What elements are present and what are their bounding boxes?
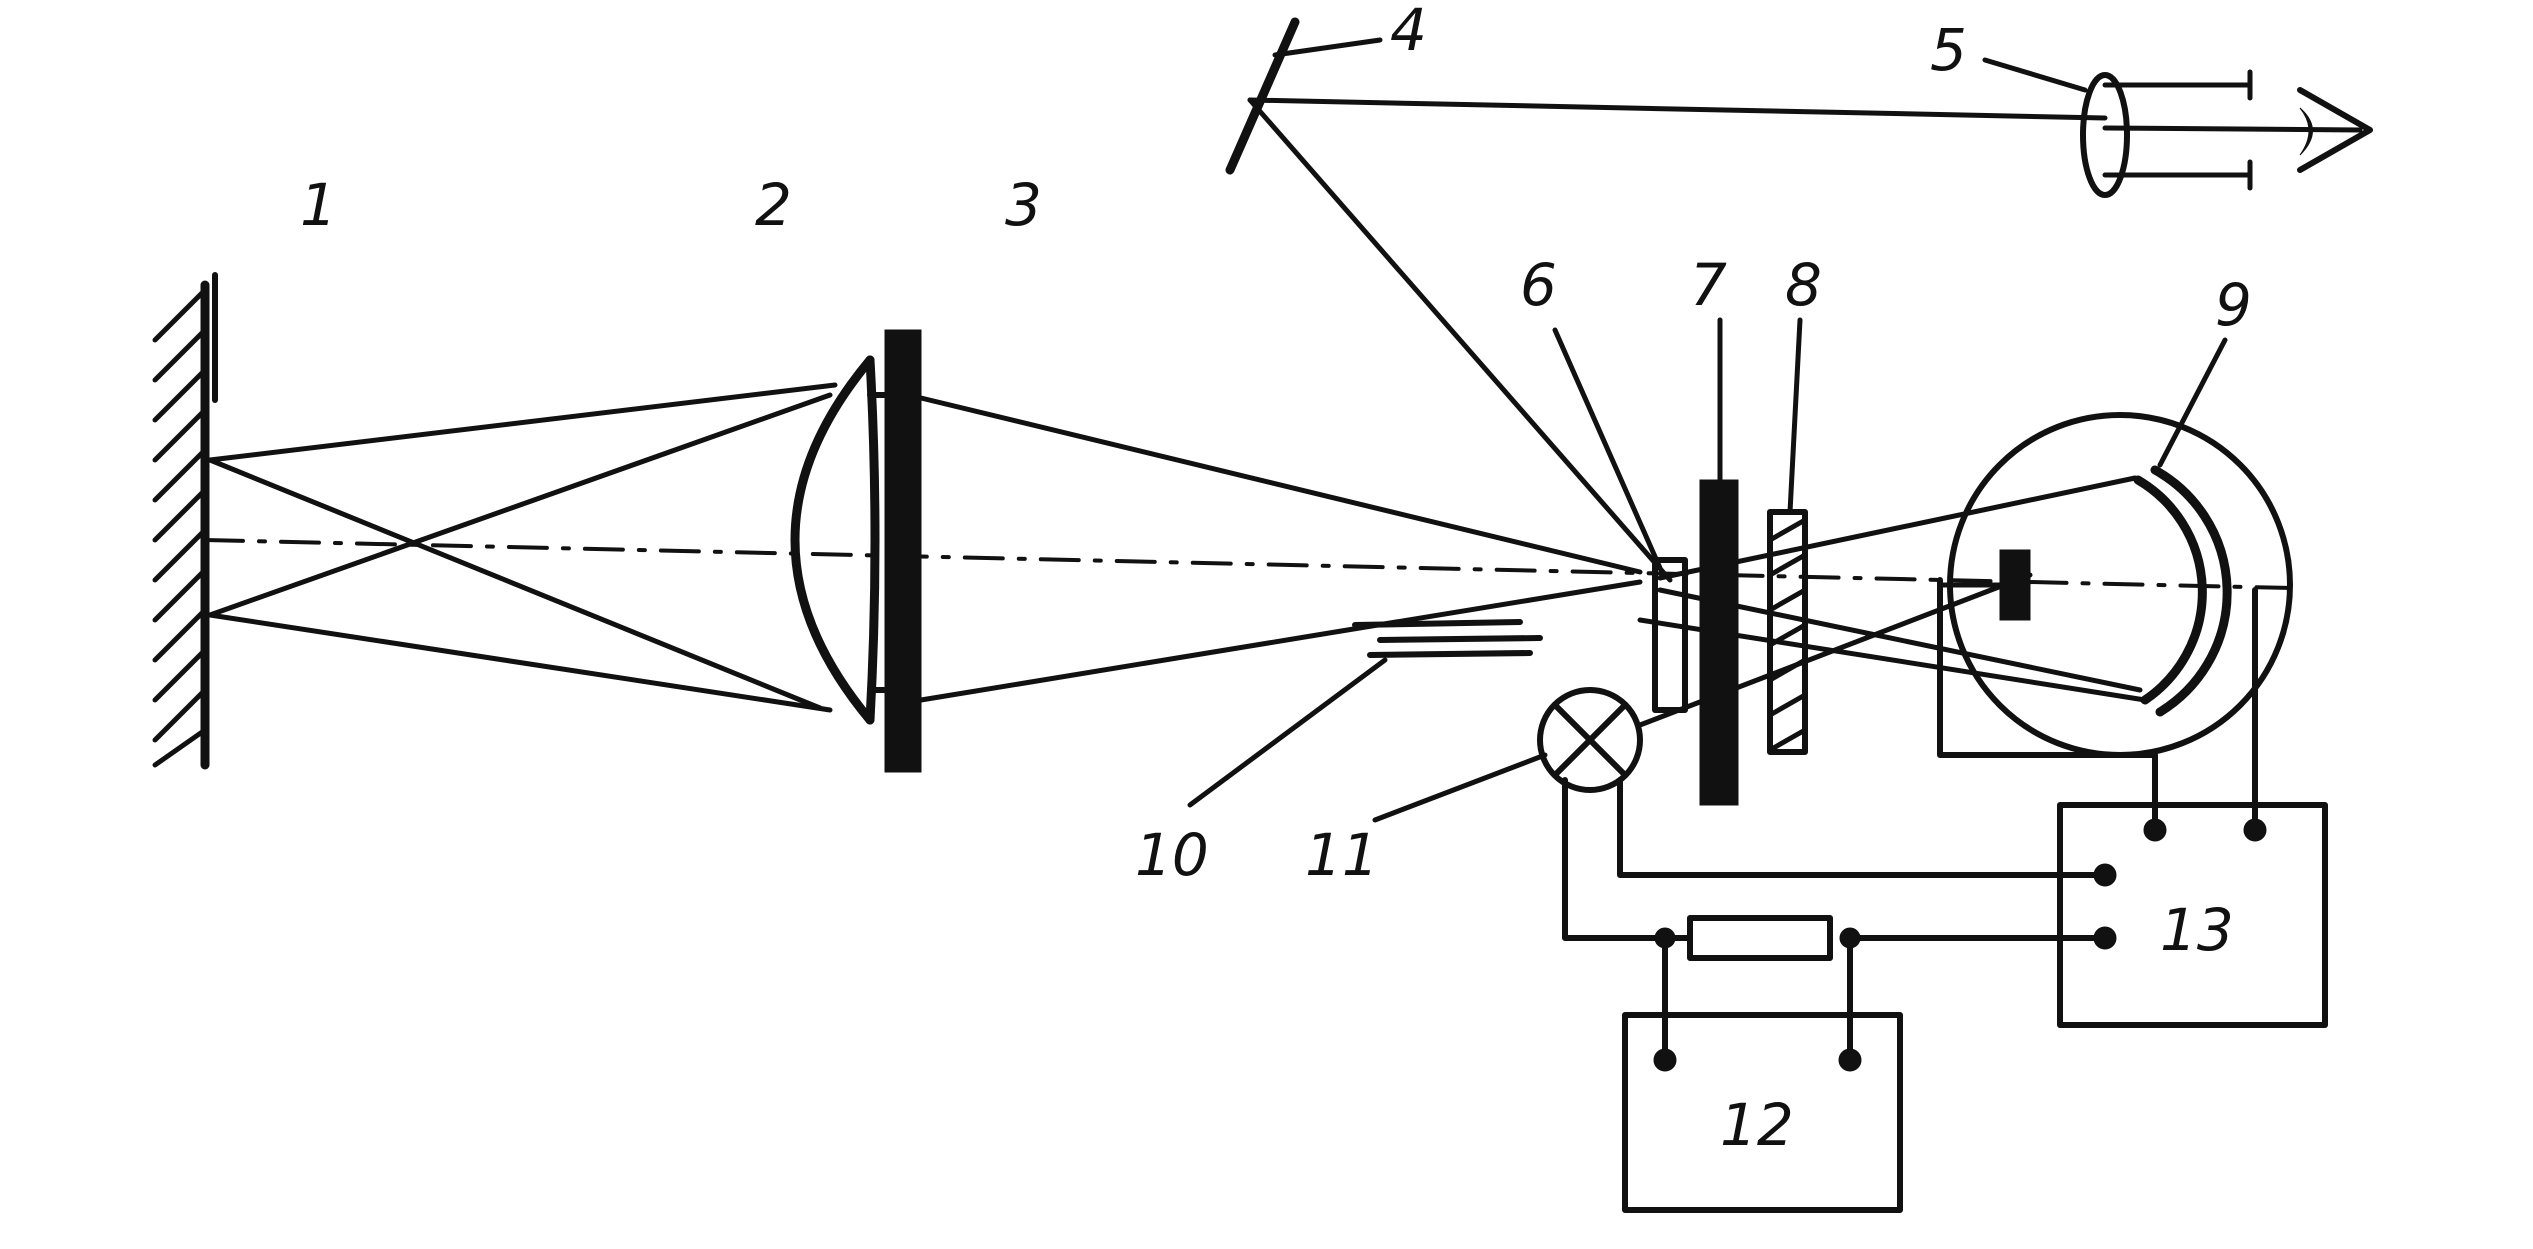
leader-6 bbox=[1552, 327, 1663, 571]
label-6: 6 bbox=[1520, 251, 1557, 319]
eye-icon bbox=[2297, 87, 2373, 173]
label-8: 8 bbox=[1785, 251, 1822, 319]
component-12-power-supply bbox=[1622, 1012, 1903, 1213]
component-13-measuring-unit bbox=[2057, 802, 2328, 1028]
label-11: 11 bbox=[1305, 821, 1379, 889]
label-2: 2 bbox=[755, 171, 792, 239]
label-1: 1 bbox=[300, 171, 337, 239]
leader-5 bbox=[1982, 57, 2088, 93]
leader-4 bbox=[1272, 37, 1383, 58]
component-4-mirror bbox=[1225, 17, 1300, 175]
component-10-filter-plates bbox=[1352, 619, 1543, 658]
label-3: 3 bbox=[1005, 171, 1042, 239]
label-7: 7 bbox=[1690, 251, 1727, 319]
component-8-filter bbox=[1767, 509, 1808, 755]
optical-axis bbox=[203, 538, 2292, 590]
label-4: 4 bbox=[1390, 0, 1427, 64]
circuit-wiring bbox=[1562, 577, 2258, 1058]
leader-9 bbox=[2157, 337, 2228, 468]
label-5: 5 bbox=[1930, 16, 1967, 84]
label-13: 13 bbox=[2160, 896, 2234, 964]
component-11-lamp bbox=[1537, 687, 1643, 793]
component-6-slit-plate bbox=[1652, 557, 1688, 713]
component-7-modulator bbox=[1699, 479, 1739, 806]
leader-8 bbox=[1787, 317, 1803, 515]
leader-10 bbox=[1187, 657, 1388, 808]
label-9: 9 bbox=[2215, 271, 2252, 339]
component-5-eyepiece bbox=[2080, 69, 2363, 198]
component-3-diaphragm bbox=[884, 329, 922, 773]
label-12: 12 bbox=[1720, 1091, 1794, 1159]
terminal-dots bbox=[1653, 818, 2267, 1072]
light-rays bbox=[207, 97, 2148, 728]
resistor bbox=[1687, 915, 1833, 961]
component-1-object-plane bbox=[152, 272, 218, 770]
component-labels: 1 2 3 4 5 6 7 8 9 10 11 12 13 bbox=[300, 0, 2252, 1159]
leader-11 bbox=[1372, 752, 1548, 823]
label-10: 10 bbox=[1135, 821, 1209, 889]
